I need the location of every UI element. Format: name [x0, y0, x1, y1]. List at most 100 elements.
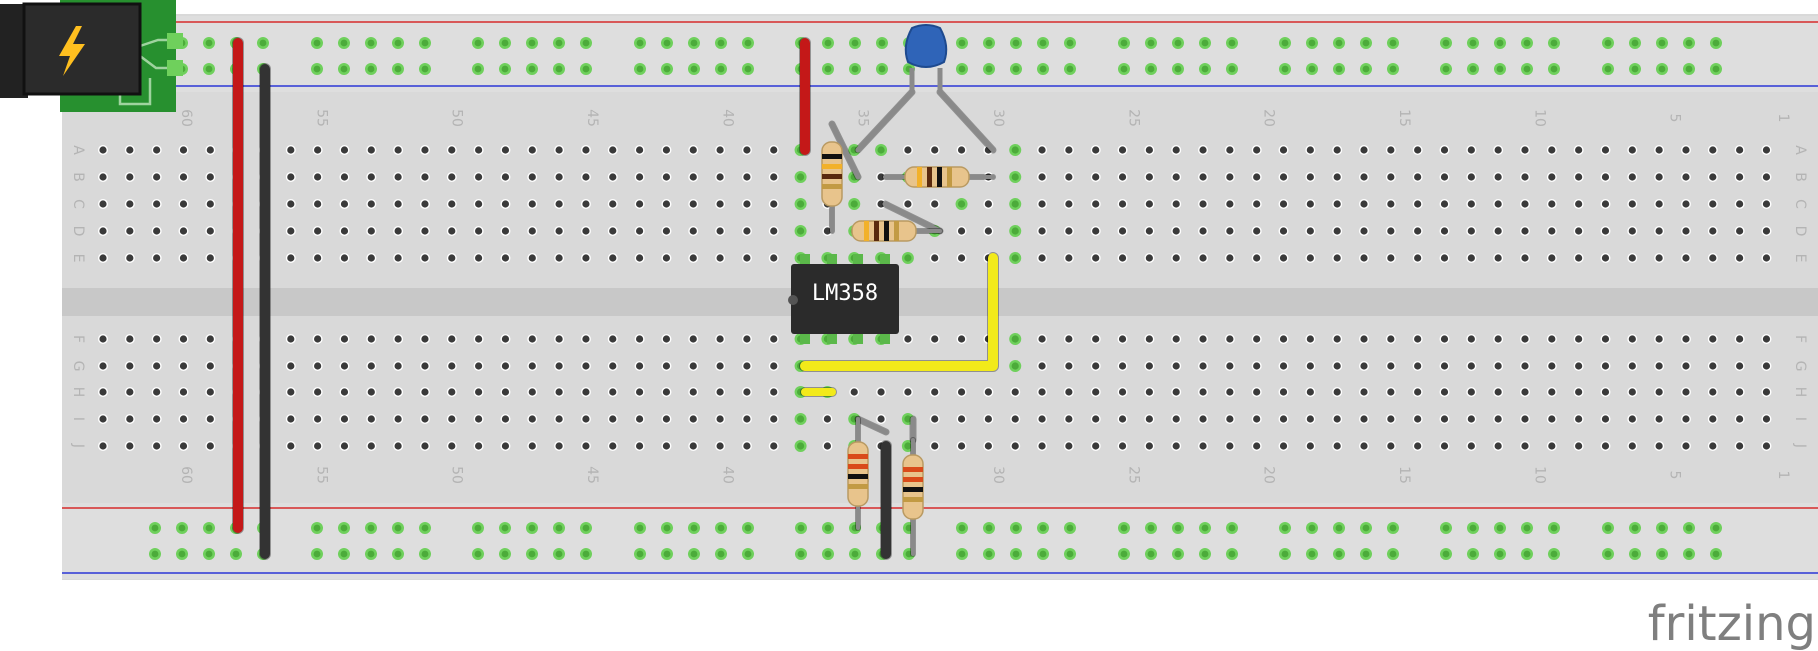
- breadboard-hole[interactable]: [394, 146, 402, 154]
- breadboard-hole[interactable]: [394, 335, 402, 343]
- breadboard-hole[interactable]: [1467, 227, 1475, 235]
- breadboard-hole[interactable]: [1736, 173, 1744, 181]
- breadboard-hole[interactable]: [287, 388, 295, 396]
- breadboard-hole[interactable]: [1548, 335, 1556, 343]
- breadboard-hole[interactable]: [314, 415, 322, 423]
- power-rail-hole[interactable]: [582, 524, 590, 532]
- breadboard-hole[interactable]: [153, 200, 161, 208]
- breadboard-hole[interactable]: [582, 335, 590, 343]
- breadboard-hole[interactable]: [931, 415, 939, 423]
- power-rail-hole[interactable]: [1308, 524, 1316, 532]
- breadboard-hole[interactable]: [421, 415, 429, 423]
- breadboard-hole[interactable]: [1011, 146, 1019, 154]
- power-rail-hole[interactable]: [1550, 524, 1558, 532]
- power-rail-hole[interactable]: [958, 65, 966, 73]
- power-rail-hole[interactable]: [1604, 39, 1612, 47]
- power-rail-hole[interactable]: [313, 65, 321, 73]
- power-rail-hole[interactable]: [1496, 39, 1504, 47]
- breadboard-hole[interactable]: [636, 362, 644, 370]
- power-rail-hole[interactable]: [1389, 39, 1397, 47]
- breadboard-hole[interactable]: [1011, 200, 1019, 208]
- breadboard-hole[interactable]: [984, 227, 992, 235]
- power-rail-hole[interactable]: [555, 39, 563, 47]
- power-rail-hole[interactable]: [1362, 524, 1370, 532]
- capacitor-lead-right[interactable]: [937, 89, 996, 153]
- breadboard-hole[interactable]: [287, 173, 295, 181]
- breadboard-hole[interactable]: [743, 200, 751, 208]
- breadboard-hole[interactable]: [1279, 173, 1288, 181]
- breadboard-hole[interactable]: [1709, 415, 1717, 423]
- breadboard-hole[interactable]: [1709, 200, 1717, 208]
- breadboard-hole[interactable]: [1709, 146, 1717, 154]
- breadboard-hole[interactable]: [770, 388, 778, 396]
- breadboard-hole[interactable]: [931, 200, 939, 208]
- breadboard-hole[interactable]: [1467, 415, 1475, 423]
- power-rail-hole[interactable]: [555, 524, 563, 532]
- breadboard-hole[interactable]: [1226, 442, 1234, 450]
- breadboard-hole[interactable]: [636, 388, 644, 396]
- breadboard-hole[interactable]: [609, 388, 617, 396]
- power-rail-hole[interactable]: [1039, 65, 1047, 73]
- power-rail-hole[interactable]: [958, 550, 966, 558]
- breadboard-hole[interactable]: [636, 415, 644, 423]
- breadboard-hole[interactable]: [153, 388, 161, 396]
- breadboard-hole[interactable]: [1414, 442, 1422, 450]
- breadboard-hole[interactable]: [1092, 146, 1100, 154]
- breadboard-hole[interactable]: [1145, 362, 1153, 370]
- power-rail-hole[interactable]: [1335, 65, 1343, 73]
- breadboard-hole[interactable]: [984, 200, 992, 208]
- power-rail-hole[interactable]: [555, 550, 563, 558]
- breadboard-hole[interactable]: [1387, 146, 1395, 154]
- breadboard-hole[interactable]: [1440, 388, 1449, 396]
- breadboard-hole[interactable]: [1736, 442, 1744, 450]
- breadboard-hole[interactable]: [1387, 254, 1395, 262]
- breadboard-hole[interactable]: [957, 388, 966, 396]
- breadboard-hole[interactable]: [206, 362, 214, 370]
- breadboard-hole[interactable]: [448, 254, 456, 262]
- breadboard-hole[interactable]: [1762, 146, 1771, 154]
- breadboard-hole[interactable]: [662, 362, 671, 370]
- breadboard-hole[interactable]: [1118, 442, 1127, 450]
- breadboard-hole[interactable]: [314, 442, 322, 450]
- power-rail-hole[interactable]: [151, 550, 159, 558]
- breadboard-hole[interactable]: [179, 227, 188, 235]
- breadboard-hole[interactable]: [796, 227, 805, 235]
- power-rail-hole[interactable]: [259, 39, 267, 47]
- breadboard-hole[interactable]: [1467, 362, 1475, 370]
- breadboard-hole[interactable]: [1011, 442, 1019, 450]
- breadboard-hole[interactable]: [555, 388, 563, 396]
- breadboard-hole[interactable]: [904, 200, 912, 208]
- ic-chip[interactable]: LM358: [788, 264, 899, 334]
- breadboard-hole[interactable]: [1521, 362, 1529, 370]
- power-rail-hole[interactable]: [1442, 65, 1450, 73]
- breadboard-hole[interactable]: [662, 388, 671, 396]
- breadboard-hole[interactable]: [1199, 146, 1207, 154]
- breadboard-hole[interactable]: [1360, 415, 1368, 423]
- power-rail-hole[interactable]: [528, 524, 536, 532]
- power-rail-hole[interactable]: [1228, 65, 1236, 73]
- breadboard-hole[interactable]: [662, 335, 671, 343]
- breadboard-hole[interactable]: [1172, 415, 1180, 423]
- breadboard-hole[interactable]: [877, 415, 885, 423]
- breadboard-hole[interactable]: [99, 388, 107, 396]
- breadboard-hole[interactable]: [179, 254, 188, 262]
- breadboard-hole[interactable]: [1118, 362, 1127, 370]
- breadboard-hole[interactable]: [850, 200, 858, 208]
- breadboard-hole[interactable]: [770, 146, 778, 154]
- power-rail-hole[interactable]: [501, 65, 509, 73]
- breadboard-hole[interactable]: [99, 362, 107, 370]
- breadboard-hole[interactable]: [1521, 173, 1529, 181]
- breadboard-hole[interactable]: [1333, 146, 1341, 154]
- power-rail-hole[interactable]: [501, 39, 509, 47]
- breadboard-hole[interactable]: [1575, 388, 1583, 396]
- power-rail-hole[interactable]: [985, 39, 993, 47]
- breadboard-hole[interactable]: [1655, 254, 1663, 262]
- power-rail-hole[interactable]: [340, 550, 348, 558]
- breadboard-hole[interactable]: [770, 415, 778, 423]
- breadboard-hole[interactable]: [1172, 335, 1180, 343]
- breadboard-hole[interactable]: [501, 254, 510, 262]
- breadboard-hole[interactable]: [1440, 254, 1449, 262]
- breadboard-hole[interactable]: [1762, 335, 1771, 343]
- breadboard-hole[interactable]: [1333, 173, 1341, 181]
- breadboard-hole[interactable]: [1494, 173, 1502, 181]
